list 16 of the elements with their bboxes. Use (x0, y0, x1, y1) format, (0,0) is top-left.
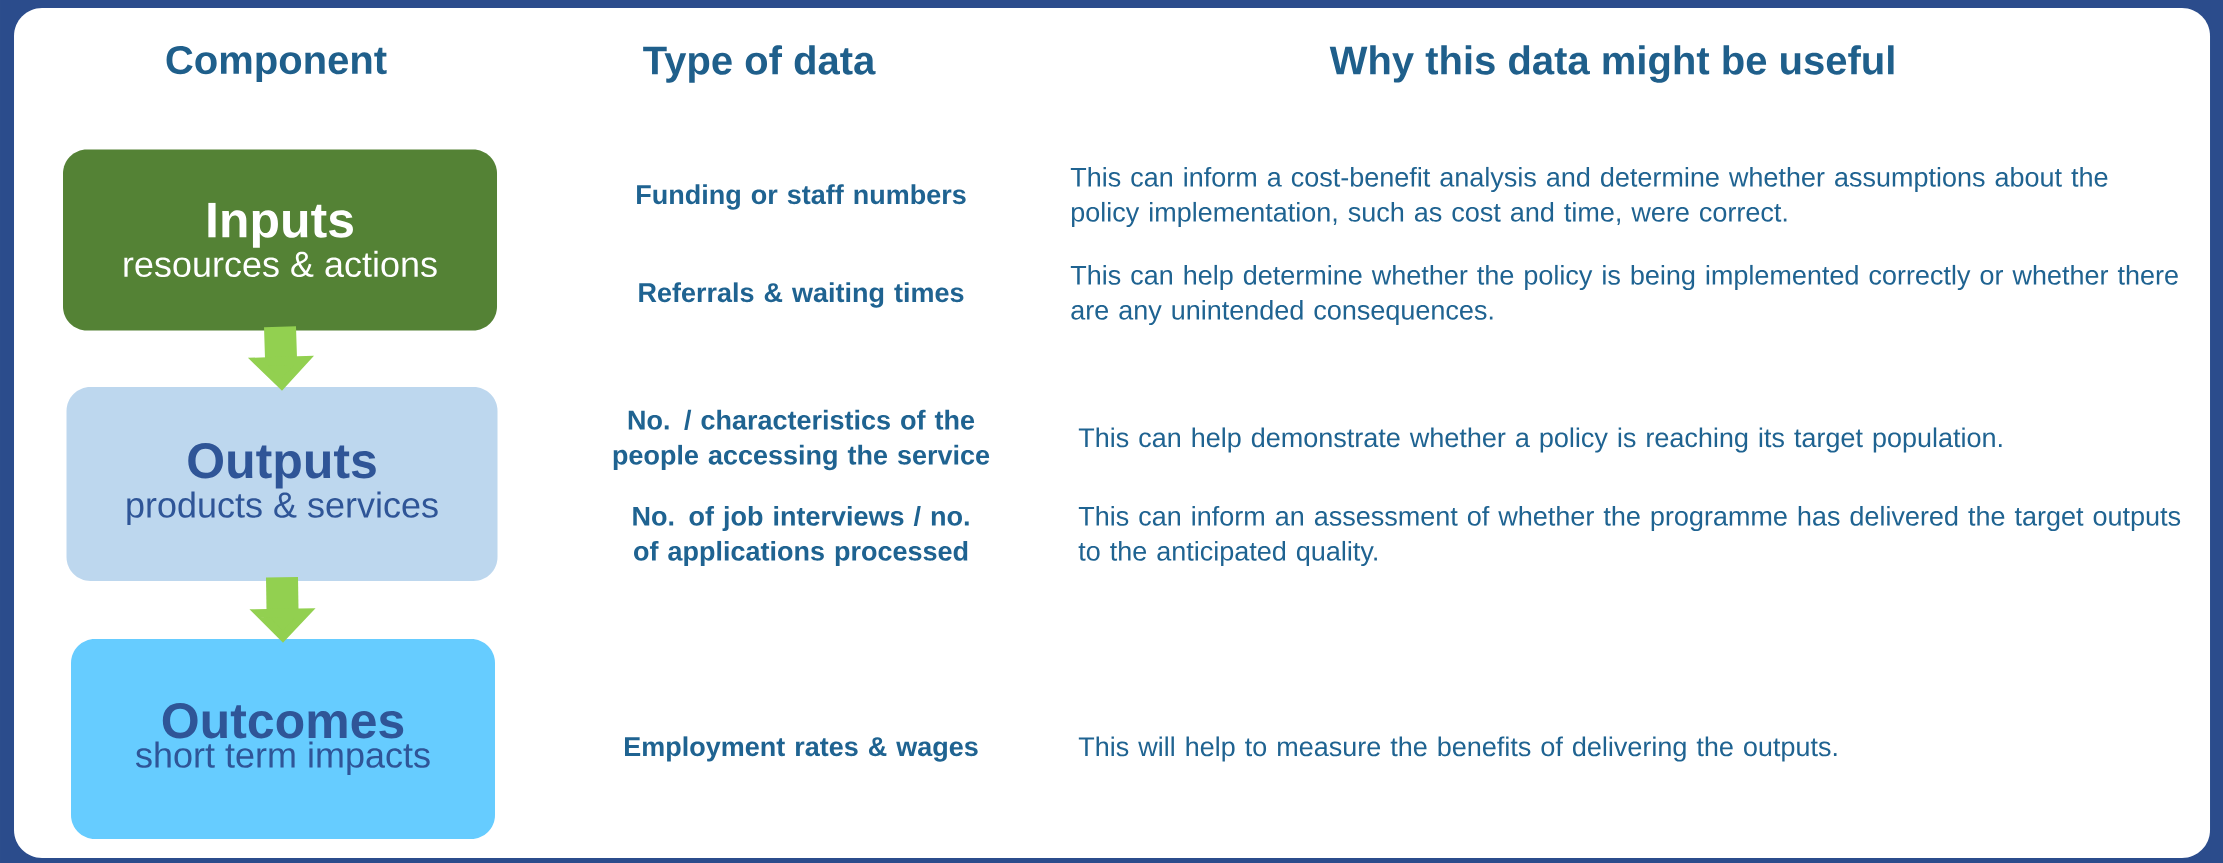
description-text: This can help demonstrate whether a policy is reaching its target population. (1078, 427, 2002, 453)
description-text: This can inform a cost-benefit analysis and determine whether assumptions about the policy implementation, such as cost and time, were correct. (1070, 166, 2108, 228)
data-type-text: Employment rates & wages (625, 736, 978, 762)
column-header: Type of data (643, 45, 876, 83)
column-header: Why this data might be useful (1329, 45, 1894, 83)
data-type-text: Referrals & waiting times (639, 282, 964, 308)
data-type-text: Funding or staff numbers (637, 184, 966, 210)
column-header: Component (166, 45, 387, 83)
description-text: This will help to measure the benefits of delivering the outputs. (1078, 736, 1837, 762)
description-text: This can help determine whether the policy is being implemented correctly or whether there are any unintended consequences. (1070, 264, 2178, 326)
process-box: Inputs resources & actions (63, 149, 497, 331)
process-box: Outcomes short term impacts (71, 639, 495, 839)
description-text: This can inform an assessment of whether the programme has delivered the target outputs to the anticipated quality. (1078, 505, 2181, 567)
process-box: Outputs products & services (66, 387, 498, 581)
data-type-text: No. / characteristics of the people accessing the service (613, 409, 990, 471)
data-type-text: No. of job interviews / no. of applications processed (633, 505, 969, 567)
